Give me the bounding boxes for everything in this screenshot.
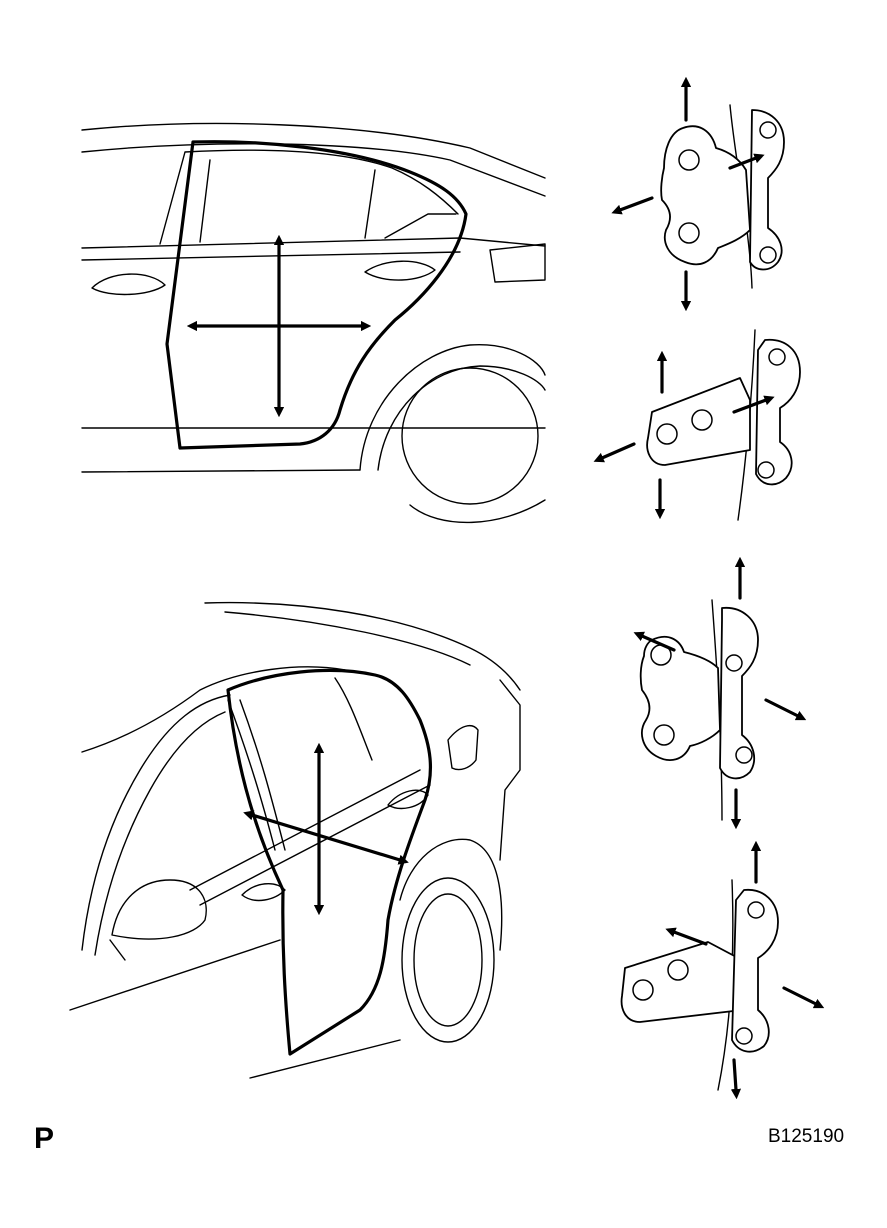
lower-hinge-body-side: [593, 329, 801, 521]
rear-door-perspective-view: [69, 601, 521, 1079]
corner-letter: P: [34, 1122, 55, 1155]
rear-door-side-view: [81, 122, 546, 524]
upper-hinge-body-side: [611, 76, 785, 312]
figure-code: B125190: [768, 1126, 845, 1147]
lower-hinge-door-side: [620, 840, 825, 1100]
upper-hinge-door-side: [633, 556, 807, 830]
